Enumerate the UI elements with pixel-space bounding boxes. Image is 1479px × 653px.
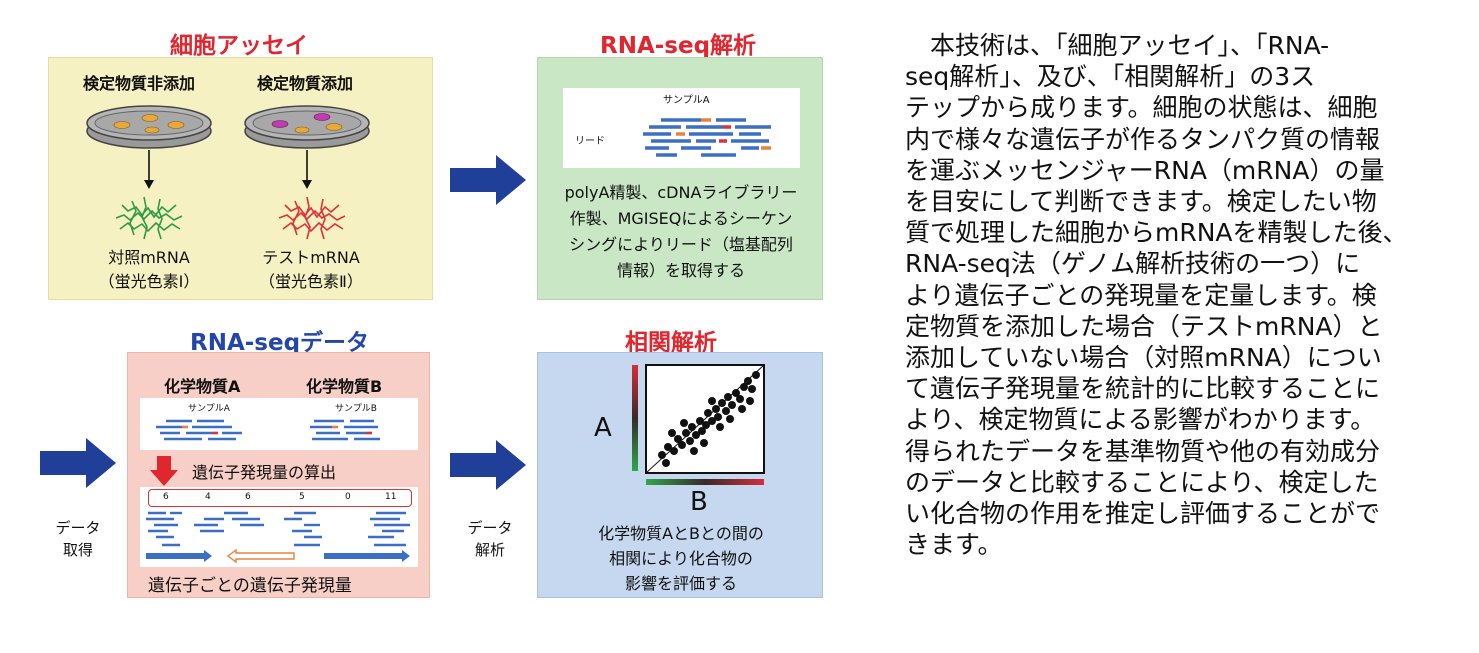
correlation-panel: A B 化学物質AとBとの間の 相関により化合物の 影響 bbox=[537, 352, 823, 598]
right-arrow-data-acquire-icon bbox=[40, 438, 116, 488]
count-value: 6 bbox=[163, 492, 169, 502]
correlation-desc-line-2: 相関により化合物の bbox=[609, 549, 753, 568]
description-line: きます。 bbox=[905, 530, 1003, 560]
description-line: のデータと比較することにより、検定した bbox=[905, 467, 1379, 497]
description-line: seq解析」、及び、「相関解析」の3ス bbox=[905, 62, 1316, 92]
down-arrow-control-icon bbox=[144, 150, 154, 189]
control-mrna-line2: （蛍光色素Ⅰ） bbox=[98, 272, 200, 291]
description-line: 質で処理した細胞からmRNAを精製した後、 bbox=[905, 218, 1408, 248]
rnaseq-analysis-title: RNA-seq解析 bbox=[600, 33, 757, 59]
count-value: 4 bbox=[205, 492, 211, 502]
down-arrow-test-icon bbox=[302, 150, 312, 189]
correlation-desc-line-1: 化学物質AとBとの間の bbox=[598, 524, 764, 543]
rnaseq-data-title: RNA-seqデータ bbox=[190, 330, 370, 356]
correlation-desc-line-3: 影響を評価する bbox=[624, 574, 737, 593]
description-line: 得られたデータを基準物質や他の有効成分 bbox=[905, 436, 1381, 466]
rnaseq-desc-line-3: シングによりリード（塩基配列 bbox=[569, 235, 793, 254]
axis-b-label: B bbox=[690, 487, 708, 517]
axis-a-label: A bbox=[594, 413, 612, 443]
chem-a-label: 化学物質A bbox=[164, 377, 241, 396]
data-analyze-line1: データ bbox=[467, 519, 513, 537]
data-acquire-line1: データ bbox=[55, 519, 101, 537]
rnaseq-desc-line-4: 情報）を取得する bbox=[616, 261, 745, 280]
chem-b-label: 化学物質B bbox=[306, 377, 383, 396]
reads-box: サンプルA リード bbox=[563, 88, 800, 168]
data-analyze-label: データ 解析 bbox=[452, 517, 528, 561]
count-row: 6 4 6 5 0 11 bbox=[148, 489, 412, 507]
data-acquire-line2: 取得 bbox=[62, 541, 93, 559]
expression-box: 6 4 6 5 0 11 bbox=[140, 487, 418, 567]
control-mrna-label: 対照mRNA （蛍光色素Ⅰ） bbox=[79, 246, 219, 294]
count-value: 0 bbox=[345, 492, 351, 502]
test-mrna-icon bbox=[278, 196, 346, 240]
description-line: 定物質を添加した場合（テストmRNA）と bbox=[905, 311, 1383, 341]
description-line: より、検定物質による影響がわかります。 bbox=[905, 405, 1376, 435]
petri-dish-test-icon bbox=[244, 105, 370, 149]
description-line: て遺伝子発現量を統計的に比較することに bbox=[905, 374, 1381, 404]
test-mrna-line2: （蛍光色素Ⅱ） bbox=[259, 272, 363, 291]
gene-alignment-icon bbox=[146, 511, 410, 564]
no-additive-label: 検定物質非添加 bbox=[83, 74, 196, 93]
right-arrow-data-analyze-icon bbox=[450, 440, 526, 490]
reads-icon bbox=[643, 118, 771, 157]
cell-assay-panel: 検定物質非添加 検定物質添加 bbox=[48, 57, 433, 300]
read-label: リード bbox=[575, 136, 605, 147]
correlation-title: 相関解析 bbox=[625, 330, 717, 356]
rnaseq-desc-line-2: 作製、MGISEQによるシーケン bbox=[569, 209, 793, 228]
sample-a-label: サンプルA bbox=[663, 95, 710, 106]
description-line: を目安にして判断できます。検定したい物 bbox=[905, 187, 1377, 217]
description-text: 本技術は、「細胞アッセイ」、「RNA- seq解析」、及び、「相関解析」の3ス … bbox=[905, 30, 1465, 560]
description-line: 添加していない場合（対照mRNA）につい bbox=[905, 343, 1382, 373]
correlation-desc: 化学物質AとBとの間の 相関により化合物の 影響を評価する bbox=[538, 521, 824, 596]
sample-a-reads-icon bbox=[156, 419, 242, 441]
data-analyze-line2: 解析 bbox=[474, 541, 505, 559]
cell-assay-title: 細胞アッセイ bbox=[170, 33, 308, 59]
additive-label: 検定物質添加 bbox=[257, 74, 354, 93]
rnaseq-data-panel: 化学物質A 化学物質B サンプルA サンプルB 遺伝子発現量の算出 6 bbox=[127, 352, 430, 598]
description-line: より遺伝子ごとの発現量を定量します。検 bbox=[905, 280, 1377, 310]
count-value: 11 bbox=[385, 492, 397, 502]
scatter-plot-icon bbox=[632, 364, 765, 485]
petri-dish-control-icon bbox=[86, 105, 212, 149]
count-value: 5 bbox=[299, 492, 305, 502]
calc-expression-label: 遺伝子発現量の算出 bbox=[192, 463, 337, 482]
rnaseq-analysis-panel: サンプルA リード polyA精製、cDNAライブラリー 作製、MGISEQによ… bbox=[537, 57, 823, 300]
description-line: 本技術は、「細胞アッセイ」、「RNA- bbox=[905, 31, 1330, 60]
rnaseq-desc-line-1: polyA精製、cDNAライブラリー bbox=[564, 183, 798, 202]
count-value: 6 bbox=[245, 492, 251, 502]
sample-b-small-label: サンプルB bbox=[335, 404, 377, 414]
control-mrna-icon bbox=[115, 196, 183, 240]
red-down-arrow-icon bbox=[150, 456, 178, 486]
description-line: RNA-seq法（ゲノム解析技術の一つ）に bbox=[905, 249, 1361, 279]
right-arrow-1-icon bbox=[450, 155, 526, 205]
description-line: い化合物の作用を推定し評価することがで bbox=[905, 499, 1381, 529]
sample-reads-box: サンプルA サンプルB bbox=[140, 398, 418, 450]
sample-b-reads-icon bbox=[310, 419, 380, 441]
test-mrna-line1: テストmRNA bbox=[262, 248, 360, 267]
sample-a-small-label: サンプルA bbox=[188, 404, 230, 414]
rnaseq-analysis-desc: polyA精製、cDNAライブラリー 作製、MGISEQによるシーケン シングに… bbox=[538, 180, 824, 284]
data-acquire-label: データ 取得 bbox=[40, 517, 116, 561]
per-gene-expression-label: 遺伝子ごとの遺伝子発現量 bbox=[148, 576, 352, 596]
description-line: を運ぶメッセンジャーRNA（mRNA）の量 bbox=[905, 155, 1385, 185]
control-mrna-line1: 対照mRNA bbox=[108, 248, 190, 267]
description-line: 内で様々な遺伝子が作るタンパク質の情報 bbox=[905, 124, 1381, 154]
test-mrna-label: テストmRNA （蛍光色素Ⅱ） bbox=[241, 246, 381, 294]
description-line: テップから成ります。細胞の状態は、細胞 bbox=[905, 93, 1378, 123]
